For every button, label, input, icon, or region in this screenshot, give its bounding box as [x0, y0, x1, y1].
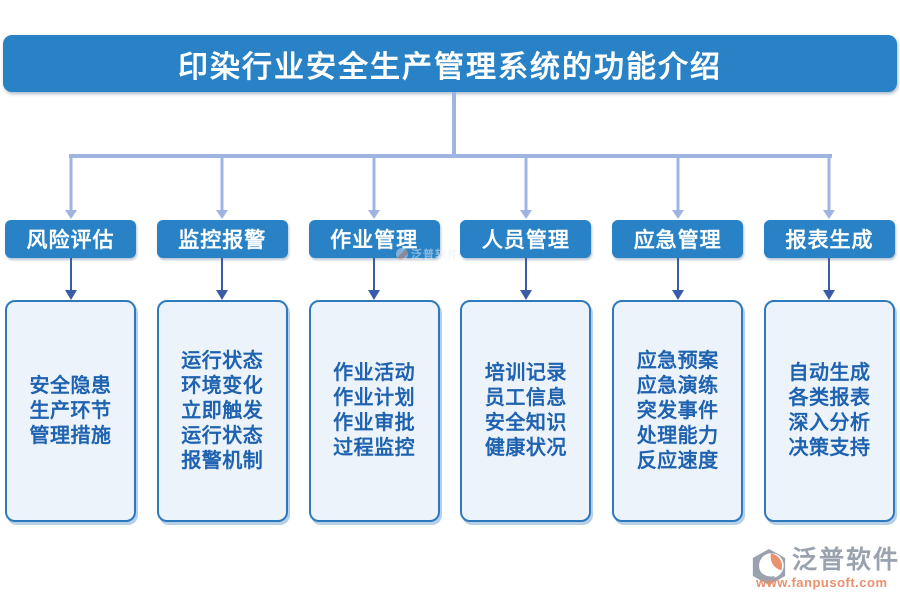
brand-name: 泛普软件 — [792, 546, 900, 574]
content-line: 突发事件 — [636, 399, 719, 422]
content-line: 作业计划 — [333, 387, 416, 409]
arrow-down-icon — [671, 290, 684, 300]
arrow-down-icon — [671, 210, 684, 219]
connector-drop-line — [220, 155, 224, 210]
content-line: 处理能力 — [636, 424, 719, 447]
connector-line — [69, 258, 72, 290]
columns-container: 风险评估 安全隐患生产环节管理措施 监控报警 运行状态环境变化立即触发运行状态报… — [5, 155, 895, 522]
fanpu-logo-icon — [752, 548, 786, 586]
content-line: 自动生成 — [788, 362, 871, 384]
column-monitoring-alarm: 监控报警 运行状态环境变化立即触发运行状态报警机制 — [156, 155, 288, 522]
header-box: 人员管理 — [460, 220, 592, 258]
content-box: 培训记录员工信息安全知识健康状况 — [460, 300, 592, 522]
content-line: 生产环节 — [29, 399, 112, 422]
content-line: 报警机制 — [181, 449, 264, 472]
arrow-down-icon — [823, 210, 836, 219]
content-line: 健康状况 — [484, 437, 567, 459]
connector-line — [828, 258, 831, 290]
content-box: 安全隐患生产环节管理措施 — [5, 300, 136, 522]
connector-drop-line — [69, 155, 72, 210]
connector-line — [676, 258, 679, 290]
content-line: 深入分析 — [788, 412, 871, 434]
header-box: 应急管理 — [612, 220, 744, 258]
content-line: 环境变化 — [181, 374, 264, 397]
content-line: 应急演练 — [636, 374, 719, 397]
header-box: 报表生成 — [763, 220, 895, 258]
column-operation-management: 作业管理 作业活动作业计划作业审批过程监控 — [308, 155, 440, 522]
arrow-down-icon — [823, 290, 836, 300]
arrow-down-icon — [64, 210, 77, 219]
content-line: 运行状态 — [181, 349, 264, 372]
arrow-down-icon — [64, 290, 77, 300]
content-line: 立即触发 — [181, 399, 264, 422]
arrow-down-icon — [519, 290, 532, 300]
content-line: 各类报表 — [788, 387, 871, 409]
content-box: 自动生成各类报表深入分析决策支持 — [763, 300, 895, 522]
connector-drop-line — [372, 155, 376, 210]
connector-line — [373, 258, 376, 290]
content-line: 安全隐患 — [29, 374, 112, 397]
content-line: 安全知识 — [484, 412, 567, 434]
arrow-down-icon — [368, 290, 381, 300]
column-personnel-management: 人员管理 培训记录员工信息安全知识健康状况 — [460, 155, 592, 522]
content-box: 作业活动作业计划作业审批过程监控 — [308, 300, 440, 522]
header-box: 监控报警 — [156, 220, 288, 258]
column-report-generation: 报表生成 自动生成各类报表深入分析决策支持 — [763, 155, 895, 522]
content-line: 培训记录 — [484, 362, 567, 384]
content-line: 员工信息 — [484, 387, 567, 409]
arrow-down-icon — [519, 210, 532, 219]
connector-line — [524, 258, 527, 290]
arrow-down-icon — [216, 210, 229, 219]
header-box: 作业管理 — [308, 220, 440, 258]
content-box: 应急预案应急演练突发事件处理能力反应速度 — [612, 300, 744, 522]
brand-website-link[interactable]: www.fanpusoft.com — [756, 575, 888, 590]
arrow-down-icon — [368, 210, 381, 219]
footer-brand[interactable]: 泛普软件 www.fanpusoft.com — [750, 547, 900, 593]
column-risk-assessment: 风险评估 安全隐患生产环节管理措施 — [5, 155, 136, 522]
arrow-down-icon — [216, 290, 229, 300]
connector-stem-line — [452, 92, 456, 156]
content-line: 作业活动 — [333, 362, 416, 384]
diagram-title: 印染行业安全生产管理系统的功能介绍 — [3, 35, 897, 92]
column-emergency-management: 应急管理 应急预案应急演练突发事件处理能力反应速度 — [612, 155, 744, 522]
content-line: 作业审批 — [333, 412, 416, 434]
connector-horizontal-line — [69, 154, 832, 158]
connector-drop-line — [827, 155, 831, 210]
header-box: 风险评估 — [5, 220, 136, 258]
content-line: 应急预案 — [636, 349, 719, 372]
content-line: 管理措施 — [29, 424, 112, 447]
connector-line — [221, 258, 224, 290]
content-box: 运行状态环境变化立即触发运行状态报警机制 — [156, 300, 288, 522]
content-line: 决策支持 — [788, 437, 871, 459]
content-line: 运行状态 — [181, 424, 264, 447]
content-line: 反应速度 — [636, 449, 719, 472]
content-line: 过程监控 — [333, 437, 416, 459]
connector-drop-line — [524, 155, 528, 210]
connector-drop-line — [676, 155, 680, 210]
